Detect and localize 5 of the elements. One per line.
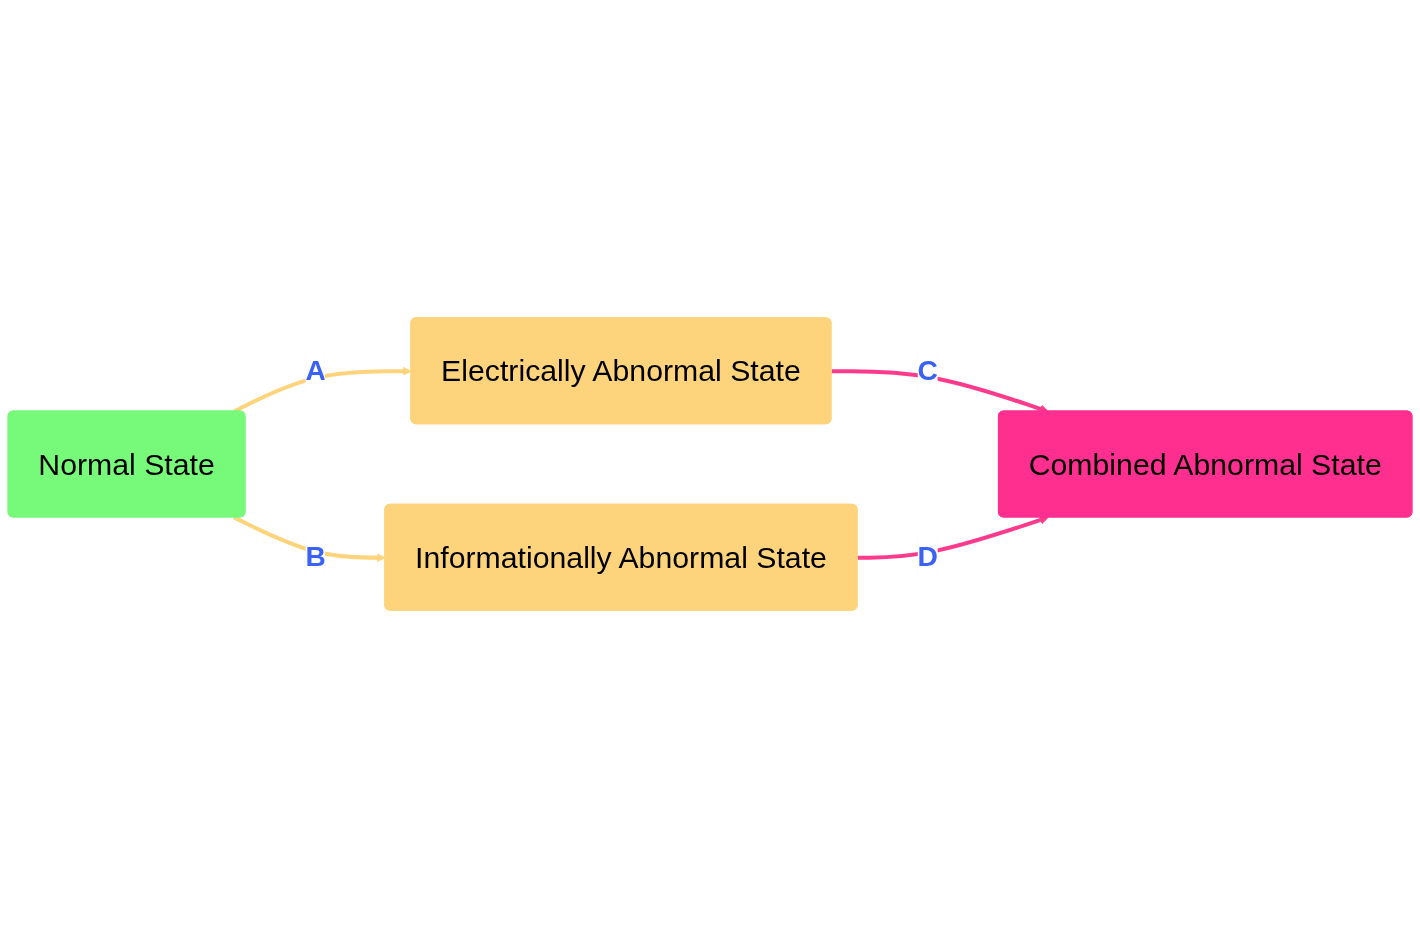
- edge-label: D: [917, 541, 938, 573]
- edge-label: A: [305, 354, 326, 386]
- arrow: [857, 515, 1049, 560]
- edge-label: B: [305, 541, 326, 573]
- edge-label: C: [917, 354, 938, 386]
